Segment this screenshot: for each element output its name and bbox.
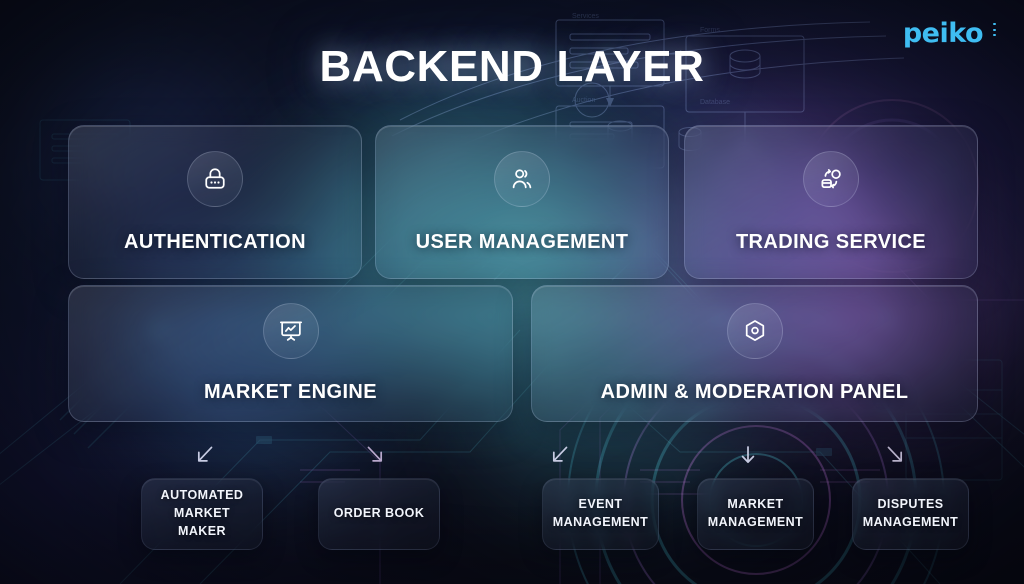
sub-module-label-line2: MANAGEMENT xyxy=(552,515,649,529)
sub-module-label-line2: MARKET MAKER xyxy=(173,506,231,538)
page-title: BACKEND LAYER xyxy=(319,42,705,91)
sub-module-label-line1: MARKET xyxy=(727,497,784,512)
sub-module-order-book[interactable]: ORDER BOOK xyxy=(318,478,440,550)
sub-module-label-line2: MANAGEMENT xyxy=(707,515,804,529)
sub-module-disputes-management[interactable]: DISPUTES MANAGEMENT xyxy=(852,478,969,550)
sub-module-market-management[interactable]: MARKET MANAGEMENT xyxy=(697,478,814,550)
sub-module-event-management[interactable]: EVENT MANAGEMENT xyxy=(542,478,659,550)
sub-module-label-line1: ORDER BOOK xyxy=(333,506,425,521)
sub-module-label-line2: MANAGEMENT xyxy=(862,515,959,529)
sub-module-label-line1: DISPUTES xyxy=(877,497,944,512)
sub-module-automated-market-maker[interactable]: AUTOMATED MARKET MAKER xyxy=(141,478,263,550)
sub-module-label-line1: EVENT xyxy=(578,497,623,512)
sub-module-label-line1: AUTOMATED xyxy=(160,488,244,503)
